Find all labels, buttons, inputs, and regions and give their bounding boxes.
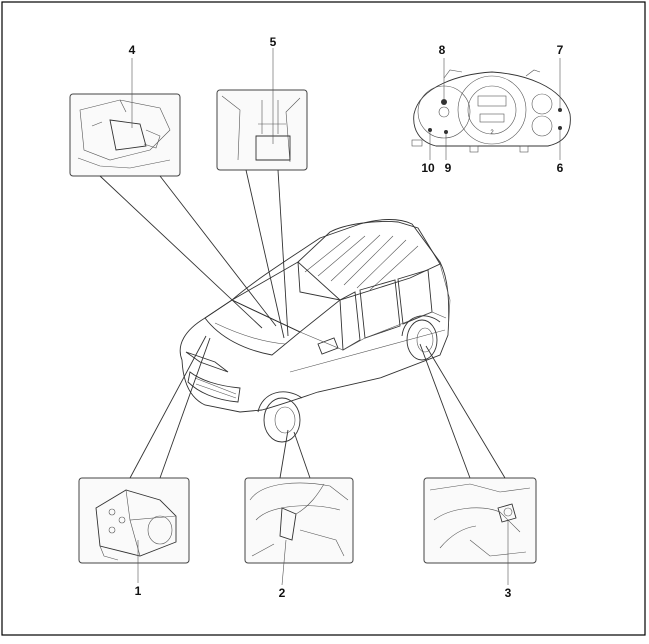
steering-sensor-icon: [109, 119, 147, 151]
callout-10: 10: [421, 161, 435, 175]
gear-indicator: 2: [490, 130, 494, 136]
callout-2: 2: [279, 586, 286, 600]
callout-7: 7: [557, 43, 564, 57]
callout-9: 9: [445, 161, 452, 175]
front-wheel: [263, 397, 301, 443]
callout-8: 8: [439, 43, 446, 57]
callout-1: 1: [135, 584, 142, 598]
wheel-speed-sensor-icon: [279, 507, 297, 541]
rear-sensor-icon: [497, 503, 517, 523]
panel-brake-switch: [216, 89, 308, 171]
brake-switch-icon: [255, 135, 291, 161]
panel-steering-sensor: [69, 93, 181, 177]
leader-lines: [99, 48, 561, 586]
panel-rear-wheel-sensor: [423, 477, 537, 564]
callout-5: 5: [270, 35, 277, 49]
callout-6: 6: [557, 161, 564, 175]
panel-abs-module: [78, 477, 190, 564]
callout-3: 3: [505, 586, 512, 600]
outer-frame: [1, 1, 646, 636]
vehicle-illustration: [179, 219, 451, 443]
abs-module-icon: [95, 489, 177, 557]
rear-wheel: [406, 319, 438, 361]
instrument-cluster-icon: 2: [411, 69, 571, 153]
panel-front-wheel-sensor: [244, 477, 354, 564]
callout-4: 4: [129, 43, 136, 57]
